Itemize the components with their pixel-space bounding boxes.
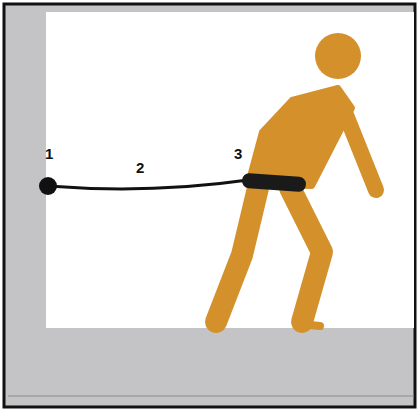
floor-edge: [8, 396, 414, 397]
anchor-point: [39, 177, 57, 195]
worker-arm: [340, 100, 376, 190]
worker-foot: [300, 324, 320, 326]
worker-head: [315, 33, 361, 79]
worker-front-leg: [290, 188, 322, 322]
worker-figure: [216, 33, 376, 326]
worker-back-leg: [216, 188, 258, 322]
callout-number: 2: [136, 160, 144, 176]
open-space: [46, 12, 414, 328]
callout-number: 3: [234, 146, 242, 162]
lanyard: [48, 180, 248, 189]
frame: [4, 4, 415, 407]
callout-number: 1: [45, 146, 53, 162]
body-belt: [242, 173, 307, 192]
